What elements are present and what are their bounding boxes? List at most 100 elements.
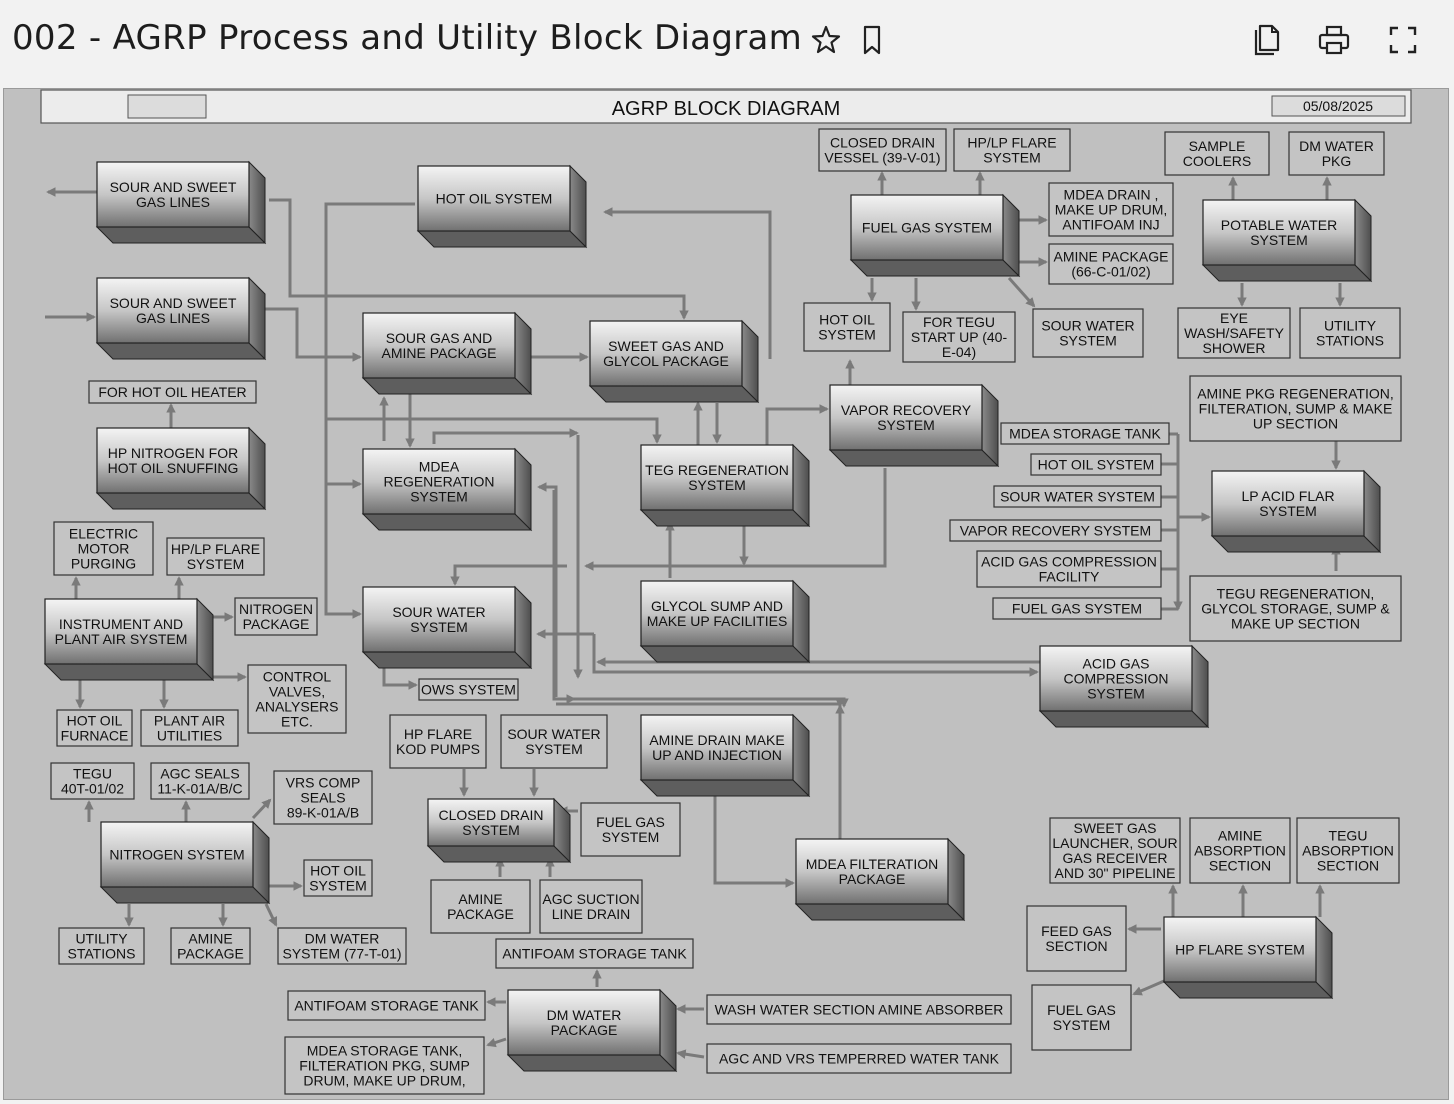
flow-connector [269,198,689,320]
label-line: ABSORPTION [1302,843,1394,859]
nitrogen-block[interactable]: NITROGEN SYSTEM [99,820,271,905]
label-box [277,927,407,965]
block-bottom-face [1038,710,1210,728]
block-front-face [795,838,949,905]
wash-water-label: WASH WATER SECTION AMINE ABSORBER [706,994,1012,1025]
flow-connector [432,428,579,444]
label-line: HOT OIL [819,312,875,328]
copy-icon[interactable] [1248,22,1284,58]
hot-oil-block[interactable]: HOT OIL SYSTEM [416,164,588,249]
star-icon[interactable] [808,22,844,58]
block-front-face [1211,470,1365,537]
block-bottom-face [506,1054,678,1072]
label-line: WASH WATER SECTION AMINE ABSORBER [715,1002,1004,1018]
label-box [706,1043,1012,1074]
block-bottom-face [1201,264,1373,282]
fuel-gas-block[interactable]: FUEL GAS SYSTEM [849,193,1021,278]
label-line: PLANT AIR [154,713,225,729]
block-front-face [829,384,983,451]
banner-date: 05/08/2025 [1303,98,1373,114]
label-box [902,311,1016,363]
block-bottom-face [416,230,588,248]
label-box [58,927,145,965]
label-line: FACILITY [1039,569,1100,585]
label-box [234,597,318,636]
flow-connector [537,482,558,697]
block-label-line: GAS LINES [136,194,210,210]
label-line: VALVES, [269,684,325,700]
label-box [88,380,257,404]
label-line: ETC. [281,714,313,730]
block-label-line: SOUR WATER [392,604,485,620]
print-icon[interactable] [1316,22,1352,58]
label-line: GLYCOL STORAGE, SUMP & [1201,601,1390,617]
block-label-line: MDEA FILTERATION [806,856,939,872]
label-box [1288,131,1385,176]
label-line: VESSEL (39-V-01) [824,150,940,166]
label-box [1031,984,1132,1051]
label-line: SYSTEM [525,741,583,757]
block-front-face [96,277,250,344]
block-label-line: HOT OIL SYSTEM [436,191,553,207]
block-label-line: VAPOR RECOVERY [841,402,972,418]
label-line: SWEET GAS [1074,820,1157,836]
label-line: PACKAGE [177,946,244,962]
label-box [430,879,531,934]
block-front-face [362,312,516,379]
block-bottom-face [794,903,966,921]
label-line: TEGU [73,766,112,782]
label-line: ANTIFOAM STORAGE TANK [294,998,479,1014]
bookmark-icon[interactable] [854,22,890,58]
label-line: CLOSED DRAIN [830,135,935,151]
label-line: FOR HOT OIL HEATER [98,384,246,400]
label-line: STATIONS [68,946,136,962]
block-bottom-face [849,259,1021,277]
block-label-line: LP ACID FLAR [1241,488,1334,504]
label-box [1299,307,1401,359]
block-bottom-face [361,651,533,669]
block-label-line: DM WATER [547,1007,622,1023]
label-line: KOD PUMPS [396,741,480,757]
block-label-line: SOUR GAS AND [386,330,493,346]
label-line: SYSTEM [309,878,367,894]
flow-connector [584,468,887,571]
fullscreen-icon[interactable] [1385,22,1421,58]
block-bottom-face [828,449,1000,467]
label-line: HOT OIL SYSTEM [1038,457,1155,473]
label-line: MDEA DRAIN , [1064,187,1159,203]
hp-flare-block[interactable]: HP FLARE SYSTEM [1162,915,1334,1000]
label-line: SOUR WATER [507,726,600,742]
label-box [287,990,486,1021]
label-box [803,302,891,352]
block-front-face [640,714,794,781]
block-label-line: SYSTEM [410,619,468,635]
label-line: SYSTEM [818,327,876,343]
flow-connector [382,668,418,690]
block-label-line: GLYCOL SUMP AND [651,598,783,614]
block-label-line: PLANT AIR SYSTEM [55,631,188,647]
label-line: FILTERATION, SUMP & MAKE [1199,401,1393,417]
